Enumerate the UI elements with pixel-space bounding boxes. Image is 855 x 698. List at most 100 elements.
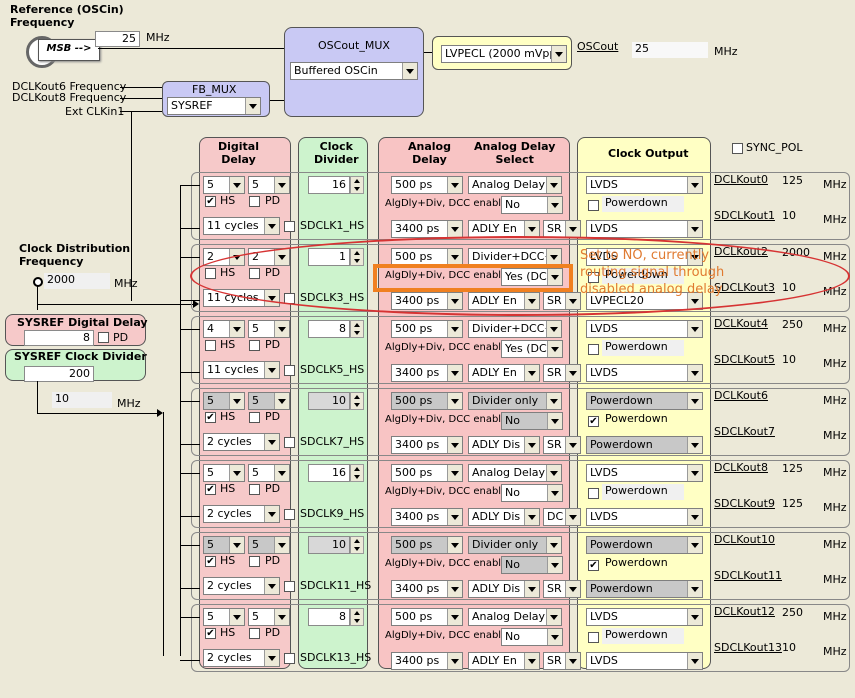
sdclk-adly-select[interactable]: ADLY Dis [468,580,540,598]
digital-delay-low-select[interactable]: 5 [248,320,290,338]
digital-delay-low-select[interactable]: 5 [248,536,290,554]
sdclk-format-select[interactable]: LVDS [586,220,703,238]
alg-dcc-select[interactable]: No [501,484,563,502]
hs-checkbox[interactable]: ✔ [205,628,216,639]
analog-delay-select[interactable]: 500 ps [391,536,463,554]
sdclk-format-select[interactable]: Powerdown [586,580,703,598]
analog-delay-select[interactable]: 500 ps [391,320,463,338]
sysref-pd-checkbox[interactable] [98,332,109,343]
sdclk-mode-select[interactable]: SR [543,652,581,670]
sdclk-mode-select[interactable]: SR [543,580,581,598]
analog-delay-select[interactable]: 500 ps [391,464,463,482]
clock-divider-input[interactable]: 8 [308,608,350,626]
sysref-div-input[interactable]: 200 [24,366,94,382]
sdclk-enable-checkbox[interactable] [284,509,295,520]
sdclk-analog-delay-select[interactable]: 3400 ps [391,364,463,382]
powerdown-checkbox[interactable]: ✔ [588,416,599,427]
digital-delay-high-select[interactable]: 5 [203,608,245,626]
hs-checkbox[interactable] [205,340,216,351]
reference-freq-input[interactable]: 25 [95,31,140,47]
pd-checkbox[interactable] [249,628,260,639]
powerdown-checkbox[interactable]: ✔ [588,560,599,571]
powerdown-checkbox[interactable] [588,344,599,355]
divider-spinner[interactable] [350,392,364,410]
sdclk-adly-select[interactable]: ADLY Dis [468,436,540,454]
sdclk-analog-delay-select[interactable]: 3400 ps [391,652,463,670]
dclk-format-select[interactable]: LVDS [586,464,703,482]
pd-checkbox[interactable] [249,484,260,495]
sync-pol-checkbox[interactable] [732,143,743,154]
divider-spinner[interactable] [350,536,364,554]
sdclk-delay-cycles-select[interactable]: 2 cycles [203,649,280,667]
analog-delay-select[interactable]: 500 ps [391,392,463,410]
analog-delay-mode-select[interactable]: Divider+DCC+H [468,320,562,338]
sdclk-delay-cycles-select[interactable]: 11 cycles [203,217,280,235]
divider-spinner[interactable] [350,464,364,482]
dclk-format-select[interactable]: LVDS [586,176,703,194]
hs-checkbox[interactable]: ✔ [205,556,216,567]
clock-divider-input[interactable]: 16 [308,176,350,194]
sdclk-mode-select[interactable]: DC [543,508,581,526]
pd-checkbox[interactable] [249,412,260,423]
pd-checkbox[interactable] [249,340,260,351]
divider-spinner[interactable] [350,320,364,338]
clock-divider-input[interactable]: 16 [308,464,350,482]
analog-delay-mode-select[interactable]: Divider only [468,392,562,410]
hs-checkbox[interactable]: ✔ [205,412,216,423]
pd-checkbox[interactable] [249,556,260,567]
sdclk-enable-checkbox[interactable] [284,221,295,232]
fb-mux-select[interactable]: SYSREF [167,97,261,115]
oscout-mux-select[interactable]: Buffered OSCin [290,62,418,80]
sdclk-format-select[interactable]: Powerdown [586,436,703,454]
digital-delay-low-select[interactable]: 5 [248,464,290,482]
sdclk-delay-cycles-select[interactable]: 2 cycles [203,577,280,595]
digital-delay-high-select[interactable]: 5 [203,536,245,554]
sdclk-mode-select[interactable]: SR [543,364,581,382]
analog-delay-mode-select[interactable]: Divider only [468,536,562,554]
sdclk-analog-delay-select[interactable]: 3400 ps [391,508,463,526]
alg-dcc-select[interactable]: No [501,556,563,574]
digital-delay-high-select[interactable]: 5 [203,176,245,194]
sdclk-format-select[interactable]: LVDS [586,364,703,382]
sdclk-analog-delay-select[interactable]: 3400 ps [391,580,463,598]
dclk-format-select[interactable]: LVDS [586,608,703,626]
digital-delay-high-select[interactable]: 5 [203,392,245,410]
dclk-format-select[interactable]: LVDS [586,320,703,338]
divider-spinner[interactable] [350,608,364,626]
dclk-format-select[interactable]: Powerdown [586,536,703,554]
sdclk-adly-select[interactable]: ADLY En [468,652,540,670]
hs-checkbox[interactable]: ✔ [205,196,216,207]
digital-delay-low-select[interactable]: 5 [248,392,290,410]
sdclk-delay-cycles-select[interactable]: 11 cycles [203,361,280,379]
clock-divider-input[interactable]: 10 [308,536,350,554]
sdclk-mode-select[interactable]: SR [543,436,581,454]
sdclk-format-select[interactable]: LVDS [586,508,703,526]
digital-delay-high-select[interactable]: 5 [203,464,245,482]
msb-button[interactable]: MSB --> [38,39,100,61]
analog-delay-mode-select[interactable]: Analog Delay+D [468,464,562,482]
digital-delay-low-select[interactable]: 5 [248,176,290,194]
analog-delay-mode-select[interactable]: Analog Delay+D [468,608,562,626]
sdclk-adly-select[interactable]: ADLY En [468,364,540,382]
sdclk-format-select[interactable]: LVDS [586,652,703,670]
alg-dcc-select[interactable]: Yes (DCC) [501,340,563,358]
dclk-format-select[interactable]: Powerdown [586,392,703,410]
analog-delay-select[interactable]: 500 ps [391,608,463,626]
analog-delay-mode-select[interactable]: Analog Delay+D [468,176,562,194]
digital-delay-high-select[interactable]: 4 [203,320,245,338]
alg-dcc-select[interactable]: No [501,412,563,430]
sdclk-enable-checkbox[interactable] [284,365,295,376]
sdclk-enable-checkbox[interactable] [284,653,295,664]
alg-dcc-select[interactable]: No [501,628,563,646]
oscout-format-select[interactable]: LVPECL (2000 mVpp) [441,45,567,63]
powerdown-checkbox[interactable] [588,488,599,499]
powerdown-checkbox[interactable] [588,200,599,211]
powerdown-checkbox[interactable] [588,632,599,643]
alg-dcc-select[interactable]: No [501,196,563,214]
hs-checkbox[interactable]: ✔ [205,484,216,495]
divider-spinner[interactable] [350,176,364,194]
pd-checkbox[interactable] [249,196,260,207]
sdclk-delay-cycles-select[interactable]: 2 cycles [203,433,280,451]
clock-divider-input[interactable]: 10 [308,392,350,410]
sdclk-enable-checkbox[interactable] [284,437,295,448]
